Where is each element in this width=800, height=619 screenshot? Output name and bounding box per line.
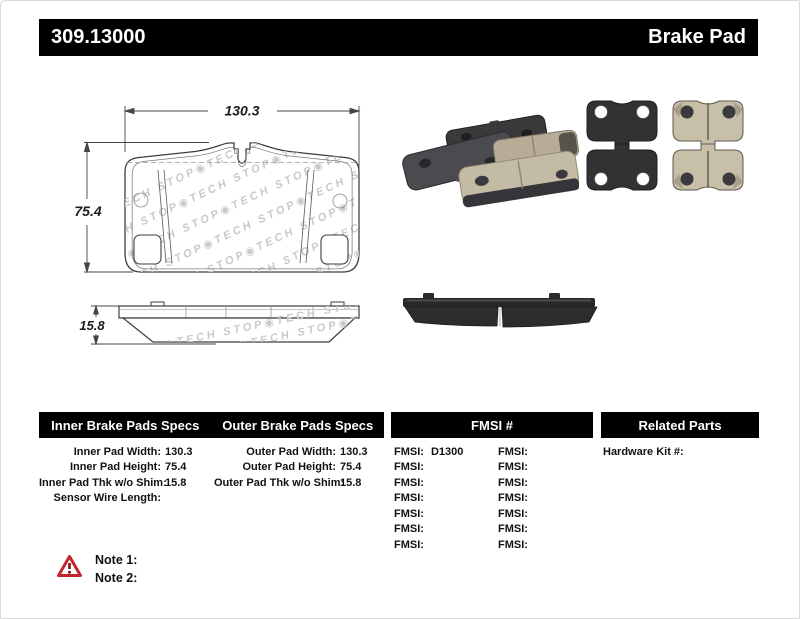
fmsi-row: FMSI: xyxy=(394,507,424,520)
abutment-cutout-left xyxy=(133,234,162,265)
abutment-cutout-right xyxy=(320,234,349,265)
friction-material xyxy=(121,317,357,343)
edge-friction-body xyxy=(404,306,598,328)
note-row: Note 2: xyxy=(95,571,138,585)
note-row: Note 1: xyxy=(95,553,138,567)
related-parts-title: Related Parts xyxy=(638,417,722,433)
fmsi-header-bar: FMSI # xyxy=(391,412,593,438)
spec-row: Outer Pad Width: 130.3 xyxy=(246,445,368,458)
related-row: Hardware Kit #: xyxy=(603,445,684,458)
fmsi-row: FMSI: xyxy=(394,523,424,536)
pad-face-top-right xyxy=(672,100,744,148)
height-dim-label: 75.4 xyxy=(74,203,101,219)
product-name: Brake Pad xyxy=(648,26,746,48)
inner-specs-column: Inner Pad Width: 130.3 Inner Pad Height:… xyxy=(39,444,214,506)
spec-row: Inner Pad Width: 130.3 xyxy=(73,445,193,458)
fmsi-column-1: FMSI: D1300 FMSI: FMSI: FMSI: FMSI: FMSI… xyxy=(394,444,463,553)
fmsi-row: FMSI: xyxy=(394,538,424,551)
pad-outline xyxy=(124,142,360,273)
pads-perspective-photo xyxy=(402,114,579,208)
warning-icon xyxy=(57,555,82,577)
spec-row: Outer Pad Height: 75.4 xyxy=(242,461,362,474)
specs-header-bar: Inner Brake Pads Specs Outer Brake Pads … xyxy=(39,412,384,438)
edge-backing-plate xyxy=(403,298,595,307)
outer-specs-column: Outer Pad Width: 130.3 Outer Pad Height:… xyxy=(214,444,389,491)
fmsi-row: FMSI: xyxy=(394,476,424,489)
part-number: 309.13000 xyxy=(51,26,146,48)
fmsi-row: FMSI: xyxy=(498,523,528,536)
inner-specs-title: Inner Brake Pads Specs xyxy=(51,417,200,433)
notes-block: Note 1: Note 2: xyxy=(95,551,137,587)
technical-drawing: STOP◉TECH STOP◉TECH STOP◉TECH STOP◉TECH … xyxy=(74,103,361,346)
spec-row: Sensor Wire Length: xyxy=(53,492,161,505)
pad-back-bottom-left xyxy=(586,143,658,191)
fmsi-row: FMSI: xyxy=(498,538,528,551)
edge-center-slit xyxy=(498,307,501,326)
spec-row: Inner Pad Height: 75.4 xyxy=(69,461,187,474)
width-dimension: 130.3 xyxy=(123,103,361,246)
thickness-dim-label: 15.8 xyxy=(79,318,105,333)
pad-friction-front xyxy=(458,150,579,208)
thickness-dimension: 15.8 xyxy=(79,304,216,346)
fmsi-row: FMSI: xyxy=(498,507,528,520)
fmsi-column-2: FMSI: FMSI: FMSI: FMSI: FMSI: FMSI: FMSI… xyxy=(498,444,535,553)
pad-side-view: STOP◉TECH STOP◉TECH STOP◉TECH STOP◉TECH … xyxy=(118,301,360,343)
fmsi-row: FMSI: xyxy=(498,476,528,489)
pad-back-top-left xyxy=(586,100,658,148)
outer-specs-title: Outer Brake Pads Specs xyxy=(222,417,374,433)
height-dimension: 75.4 xyxy=(74,140,209,274)
fmsi-row: FMSI: xyxy=(498,492,528,505)
header-bar: 309.13000 Brake Pad xyxy=(39,19,758,56)
fmsi-row: FMSI: xyxy=(498,445,528,458)
related-parts-header-bar: Related Parts xyxy=(601,412,759,438)
sensor-hole-right xyxy=(332,193,348,209)
sensor-hole-left xyxy=(133,192,149,208)
fmsi-row: FMSI: D1300 xyxy=(394,445,464,458)
chamfer-lines xyxy=(157,169,315,264)
pad-face-bottom-right xyxy=(672,143,744,191)
spec-row: Outer Pad Thk w/o Shim: 15.8 xyxy=(214,476,362,489)
pad-edge-photo xyxy=(403,293,598,328)
width-dim-label: 130.3 xyxy=(224,103,259,119)
pads-grid-photo xyxy=(586,100,744,191)
related-parts-column: Hardware Kit #: xyxy=(603,444,691,460)
pad-face-view: STOP◉TECH STOP◉TECH STOP◉TECH STOP◉TECH … xyxy=(124,142,360,273)
fmsi-title: FMSI # xyxy=(471,417,513,433)
fmsi-row: FMSI: xyxy=(498,461,528,474)
fmsi-row: FMSI: xyxy=(394,461,424,474)
fmsi-row: FMSI: xyxy=(394,492,424,505)
pad-inner-outline xyxy=(131,147,353,270)
spec-row: Inner Pad Thk w/o Shim: 15.8 xyxy=(39,476,187,489)
